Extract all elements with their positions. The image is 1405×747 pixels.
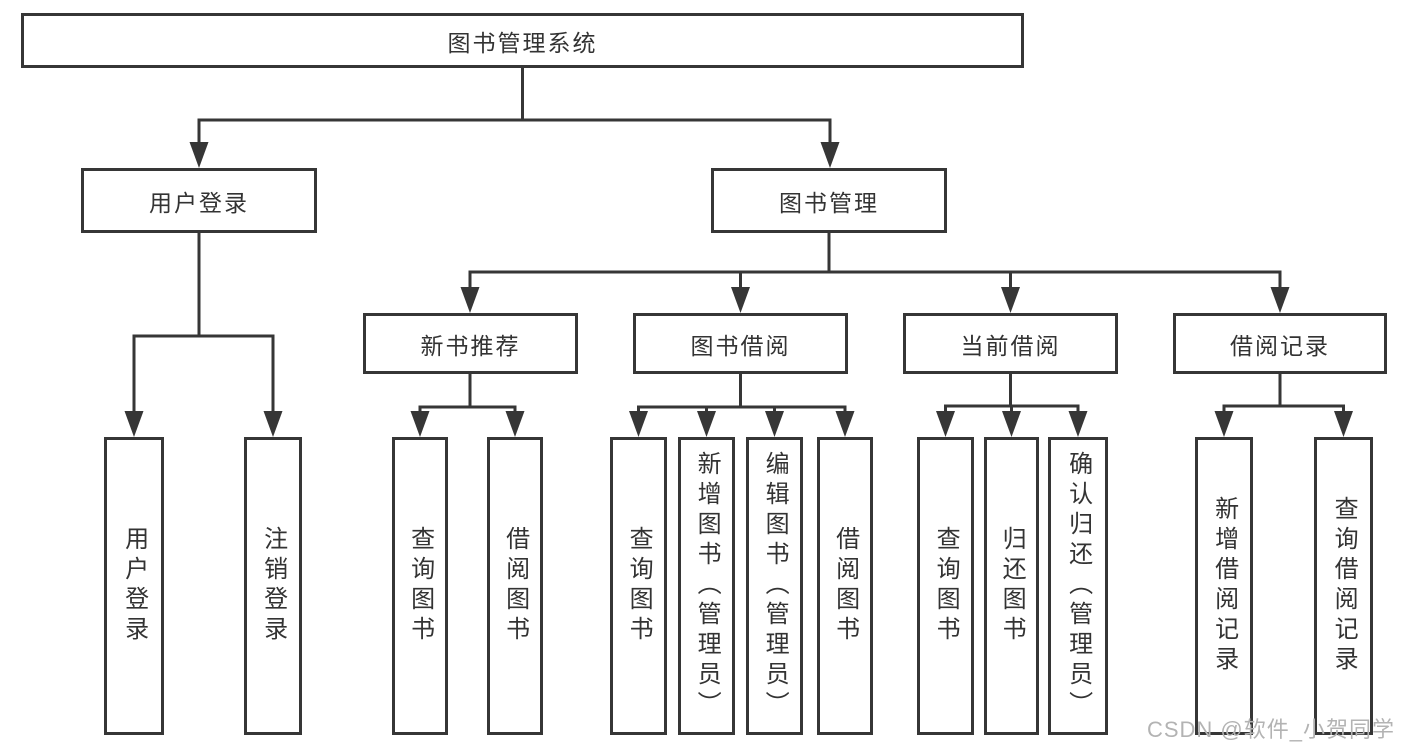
leaf-query-books-current: 查询图书 <box>917 437 974 735</box>
leaf-label: 确认归还（管理员） <box>1064 451 1092 721</box>
leaf-return-books: 归还图书 <box>984 437 1039 735</box>
leaf-label: 用户登录 <box>120 526 148 646</box>
leaf-confirm-return-admin: 确认归还（管理员） <box>1048 437 1108 735</box>
node-label: 图书管理 <box>779 189 879 216</box>
leaf-borrow-books-recommend: 借阅图书 <box>487 437 543 735</box>
leaf-user-login: 用户登录 <box>104 437 164 735</box>
node-book-borrowing: 图书借阅 <box>633 313 848 374</box>
node-label: 当前借阅 <box>960 332 1061 359</box>
leaf-edit-books-admin: 编辑图书（管理员） <box>746 437 803 735</box>
leaf-label: 借阅图书 <box>831 526 859 646</box>
leaf-label: 查询借阅记录 <box>1330 496 1358 676</box>
leaf-label: 注销登录 <box>259 526 287 646</box>
leaf-add-borrow-record: 新增借阅记录 <box>1195 437 1253 735</box>
leaf-label: 借阅图书 <box>501 526 529 646</box>
node-library-management-system: 图书管理系统 <box>21 13 1024 68</box>
node-label: 图书借阅 <box>690 332 791 359</box>
node-current-borrowing: 当前借阅 <box>903 313 1118 374</box>
leaf-label: 归还图书 <box>998 526 1026 646</box>
node-new-book-recommend: 新书推荐 <box>363 313 578 374</box>
watermark-text: CSDN @软件_小贺同学 <box>1146 717 1395 742</box>
node-label: 用户登录 <box>149 189 249 216</box>
leaf-add-books-admin: 新增图书（管理员） <box>678 437 735 735</box>
leaf-logout: 注销登录 <box>244 437 302 735</box>
leaf-label: 新增图书（管理员） <box>693 451 721 721</box>
leaf-query-borrow-record: 查询借阅记录 <box>1314 437 1373 735</box>
leaf-label: 查询图书 <box>406 526 434 646</box>
node-user-login: 用户登录 <box>81 168 317 233</box>
leaf-label: 新增借阅记录 <box>1210 496 1238 676</box>
node-label: 新书推荐 <box>420 332 521 359</box>
node-borrowing-records: 借阅记录 <box>1173 313 1387 374</box>
node-book-management: 图书管理 <box>711 168 947 233</box>
leaf-query-books-borrowing: 查询图书 <box>610 437 667 735</box>
node-label: 借阅记录 <box>1230 332 1330 359</box>
leaf-label: 查询图书 <box>625 526 653 646</box>
leaf-borrow-books-borrowing: 借阅图书 <box>817 437 873 735</box>
leaf-label: 编辑图书（管理员） <box>761 451 789 721</box>
node-label: 图书管理系统 <box>447 29 598 56</box>
leaf-label: 查询图书 <box>932 526 960 646</box>
leaf-query-books-recommend: 查询图书 <box>392 437 448 735</box>
